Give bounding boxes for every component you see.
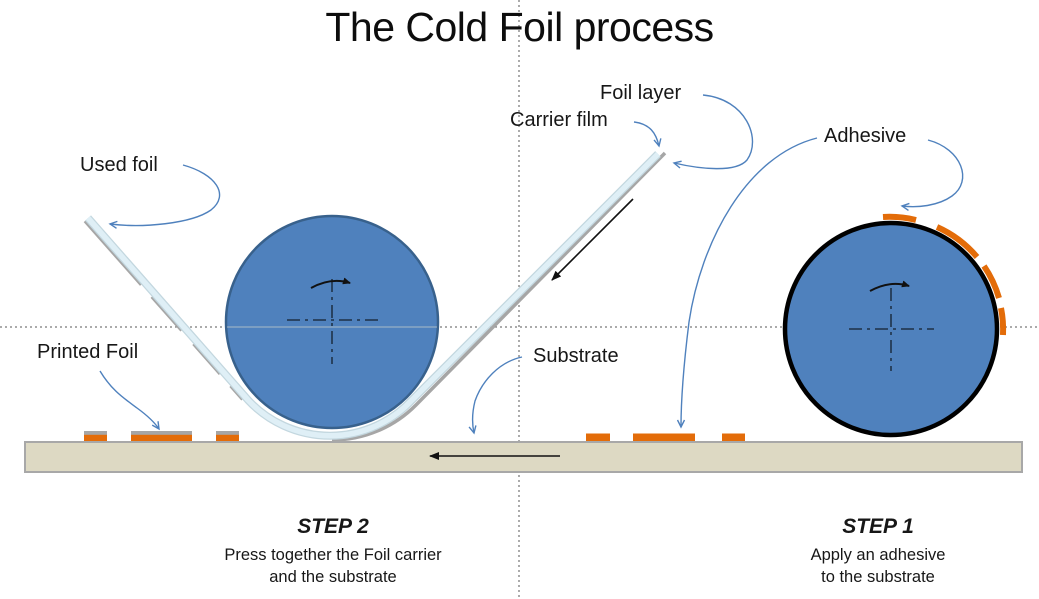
carrier-film-web xyxy=(83,151,667,442)
adhesive-roller-body xyxy=(782,220,1000,438)
rotation-arrow xyxy=(869,280,910,292)
adhesive-substrate-leader-arrow xyxy=(676,137,818,429)
foil-layer-band-solid xyxy=(331,151,667,442)
press-roller-body xyxy=(224,214,440,430)
carrier-film-leader-arrow xyxy=(633,121,662,148)
press-roller-crosshair xyxy=(287,279,378,364)
label-carrier-film: Carrier film xyxy=(510,109,608,131)
label-foil-layer: Foil layer xyxy=(600,82,682,104)
adhesive-roller-leader-arrow xyxy=(900,139,964,211)
diagram-title: The Cold Foil process xyxy=(325,4,714,50)
adhesive-patches xyxy=(586,433,745,441)
step-1-line-1: Apply an adhesive xyxy=(810,546,946,564)
step-1-caption: STEP 1 Apply an adhesive to the substrat… xyxy=(708,515,1039,588)
printed-foil-patches xyxy=(84,431,239,441)
foil-layer-leader-arrow xyxy=(672,94,754,170)
printed-foil-caps xyxy=(84,431,239,435)
label-substrate: Substrate xyxy=(533,345,619,367)
carrier-film-band xyxy=(85,152,660,439)
press-roller xyxy=(224,214,440,430)
step-2-title: STEP 2 xyxy=(297,515,369,538)
substrate-leader-arrow xyxy=(468,356,523,435)
film-direction-arrow xyxy=(551,198,634,281)
callout-leaders xyxy=(99,94,964,435)
step-2-caption: STEP 2 Press together the Foil carrier a… xyxy=(163,515,503,588)
step-2-line-1: Press together the Foil carrier xyxy=(224,546,442,564)
label-used-foil: Used foil xyxy=(80,154,158,176)
adhesive-coating-arcs xyxy=(882,213,1007,336)
label-adhesive: Adhesive xyxy=(824,125,907,147)
substrate-bar xyxy=(24,441,1023,473)
used-foil-leader-arrow xyxy=(108,164,221,229)
printed-foil-leader-arrow xyxy=(99,370,160,431)
step-2-line-2: and the substrate xyxy=(269,568,397,587)
adhesive-roller-crosshair xyxy=(849,288,934,371)
substrate-web xyxy=(24,431,1023,473)
adhesive-roller xyxy=(782,213,1007,438)
step-1-line-2: to the substrate xyxy=(821,568,935,587)
label-printed-foil: Printed Foil xyxy=(37,341,139,363)
step-1-title: STEP 1 xyxy=(842,515,914,538)
rotation-arrow xyxy=(310,277,351,289)
